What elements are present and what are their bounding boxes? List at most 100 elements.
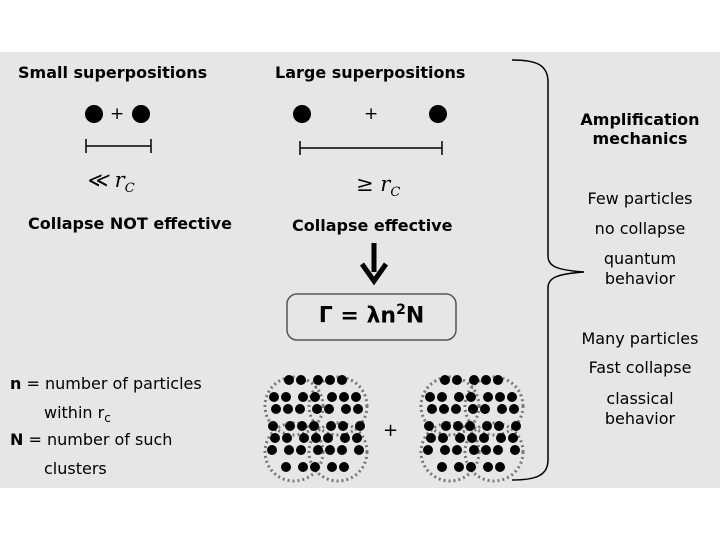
large-left-particle <box>293 105 311 123</box>
particle-dot <box>423 445 433 455</box>
cluster-boundary <box>419 375 481 437</box>
few-particles-line: Few particles <box>587 189 693 208</box>
particle-dot <box>481 375 491 385</box>
left-cluster-group <box>263 375 369 483</box>
particle-dot <box>426 433 436 443</box>
particle-dot <box>452 375 462 385</box>
legend-n-definition: n = number of particles <box>10 374 202 393</box>
particle-dot <box>479 433 489 443</box>
particle-dot <box>440 445 450 455</box>
particle-dot <box>455 433 465 443</box>
particle-dot <box>468 404 478 414</box>
particle-dot <box>438 433 448 443</box>
particle-dot <box>310 392 320 402</box>
particle-dot <box>298 392 308 402</box>
particle-dot <box>269 392 279 402</box>
particle-dot <box>338 421 348 431</box>
cluster-boundary <box>263 375 325 437</box>
particle-dot <box>452 445 462 455</box>
classical-line: classical <box>606 389 674 408</box>
particle-dot <box>465 421 475 431</box>
clusters-plus-sign: + <box>383 420 399 441</box>
particle-dot <box>454 392 464 402</box>
particle-dot <box>424 421 434 431</box>
no-collapse-line: no collapse <box>594 219 686 238</box>
classical-behavior-line: behavior <box>604 409 676 428</box>
small-plus-sign: + <box>110 104 125 124</box>
particle-dot <box>313 375 323 385</box>
particle-dot <box>326 421 336 431</box>
particle-dot <box>466 462 476 472</box>
particle-dot <box>309 421 319 431</box>
particle-dot <box>271 404 281 414</box>
collapse-rate-formula: Γ = λn2N <box>318 302 425 329</box>
particle-dot <box>483 462 493 472</box>
large-separation-marker <box>299 141 443 155</box>
particle-dot <box>313 445 323 455</box>
particle-dot <box>267 445 277 455</box>
particle-dot <box>481 445 491 455</box>
particle-dot <box>441 421 451 431</box>
particle-dot <box>467 433 477 443</box>
particle-dot <box>439 404 449 414</box>
amplification-title-2: mechanics <box>592 129 688 148</box>
particle-dot <box>310 462 320 472</box>
legend-N-definition-cont: clusters <box>44 459 107 478</box>
particle-dot <box>327 392 337 402</box>
small-right-particle <box>132 105 150 123</box>
amplification-brace <box>511 59 585 481</box>
particle-dot <box>285 421 295 431</box>
particle-dot <box>311 433 321 443</box>
quantum-line: quantum <box>603 249 677 268</box>
particle-dot <box>325 445 335 455</box>
small-collapse-verdict: Collapse NOT effective <box>28 214 232 233</box>
legend-n-definition-cont: within rc <box>44 403 111 426</box>
right-cluster-group <box>419 375 525 483</box>
quantum-behavior-line: behavior <box>604 269 676 288</box>
particle-dot <box>495 462 505 472</box>
particle-dot <box>282 433 292 443</box>
particle-dot <box>341 404 351 414</box>
particle-dot <box>298 462 308 472</box>
particle-dot <box>466 392 476 402</box>
particle-dot <box>283 404 293 414</box>
down-arrow <box>359 243 389 286</box>
legend-N-definition: N = number of such <box>10 430 173 449</box>
small-separation-marker <box>85 139 152 153</box>
particle-dot <box>355 421 365 431</box>
particle-dot <box>339 392 349 402</box>
formula-box <box>286 293 457 341</box>
particle-dot <box>469 445 479 455</box>
particle-dot <box>509 404 519 414</box>
large-separation-label: ≥ rC <box>356 172 401 201</box>
particle-dot <box>281 392 291 402</box>
particle-dot <box>337 445 347 455</box>
particle-dot <box>425 392 435 402</box>
particle-dot <box>440 375 450 385</box>
small-separation-label: ≪ rC <box>86 168 135 197</box>
particle-dot <box>354 445 364 455</box>
particle-dot <box>495 392 505 402</box>
slide-background <box>0 52 720 488</box>
particle-dot <box>281 462 291 472</box>
particle-dot <box>483 392 493 402</box>
particle-dot <box>284 445 294 455</box>
particle-dot <box>297 421 307 431</box>
particle-dot <box>337 375 347 385</box>
particle-dot <box>511 421 521 431</box>
particle-dot <box>296 445 306 455</box>
particle-dot <box>493 445 503 455</box>
large-right-particle <box>429 105 447 123</box>
fast-collapse-line: Fast collapse <box>588 358 692 377</box>
particle-dot <box>469 375 479 385</box>
particle-dot <box>284 375 294 385</box>
particle-dot <box>437 462 447 472</box>
particle-dot <box>480 404 490 414</box>
particle-dot <box>295 404 305 414</box>
particle-dot <box>482 421 492 431</box>
particle-dot <box>510 445 520 455</box>
large-collapse-verdict: Collapse effective <box>292 216 453 235</box>
particle-dot <box>268 421 278 431</box>
particle-dot <box>508 433 518 443</box>
many-particles-line: Many particles <box>581 329 699 348</box>
